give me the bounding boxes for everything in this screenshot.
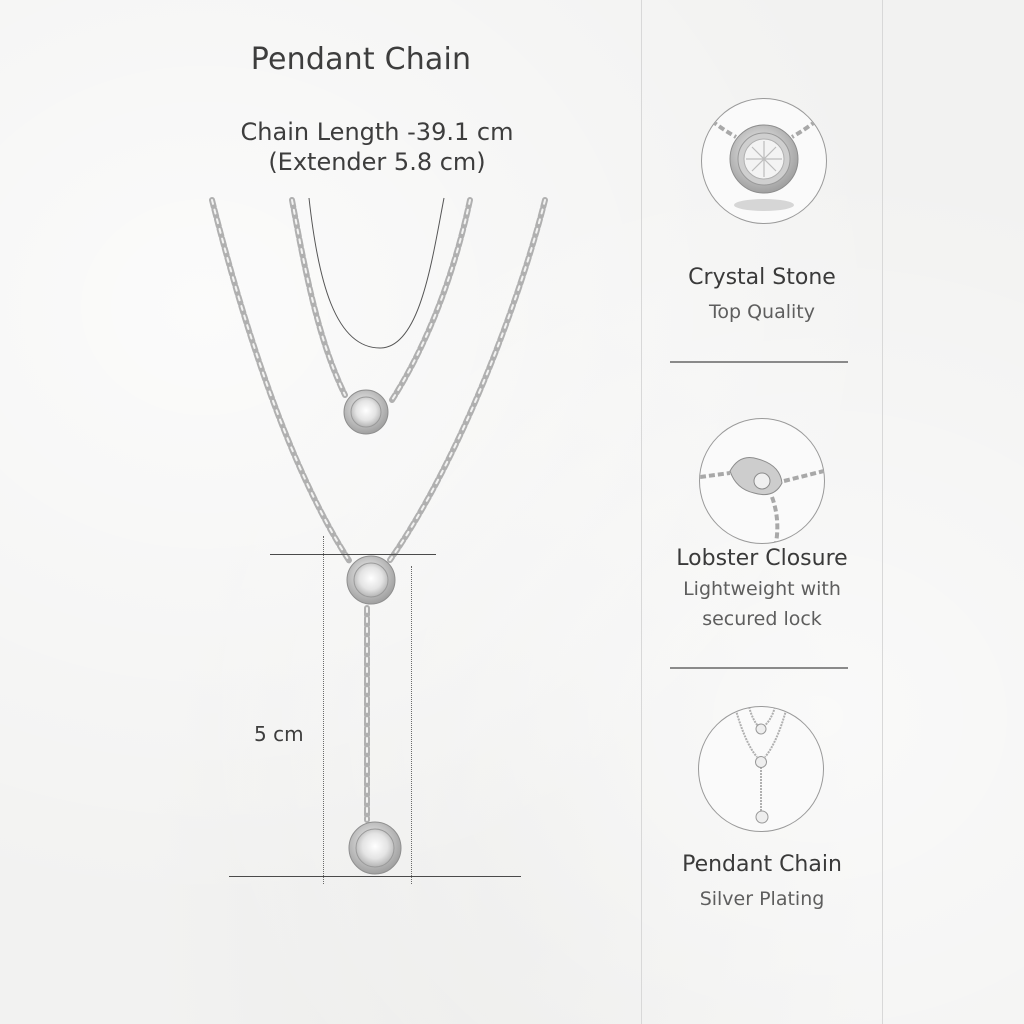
extender-label: (Extender 5.8 cm)	[268, 148, 486, 176]
pendant-middle	[346, 555, 396, 605]
feature-description-line1: Lightweight with	[683, 578, 841, 600]
feature-title: Crystal Stone	[688, 265, 836, 290]
feature-separator	[670, 361, 848, 363]
layered-necklace-thumbnail-icon	[698, 706, 824, 832]
measure-right-dotted-line	[411, 566, 412, 884]
page-title: Pendant Chain	[250, 42, 472, 77]
feature-title: Lobster Closure	[676, 546, 848, 571]
pendant-bottom	[348, 821, 402, 875]
feature-description: Silver Plating	[699, 888, 825, 910]
feature-title: Pendant Chain	[682, 852, 842, 877]
measurement-label: 5 cm	[254, 722, 304, 746]
column-divider-right	[882, 0, 883, 1024]
chain-length-label: Chain Length -39.1 cm	[240, 118, 514, 146]
neckline-outline	[308, 197, 445, 349]
lobster-clasp-closeup-icon	[699, 418, 825, 544]
feature-description: Top Quality	[709, 301, 815, 323]
bezel-crystal-closeup-icon	[701, 98, 827, 224]
measure-left-dotted-line	[323, 536, 324, 884]
feature-separator	[670, 667, 848, 669]
feature-description-line2: secured lock	[702, 608, 822, 630]
column-divider-left	[641, 0, 642, 1024]
pendant-top	[343, 389, 389, 435]
measure-top-line	[270, 554, 436, 555]
measure-bottom-line	[229, 876, 521, 877]
